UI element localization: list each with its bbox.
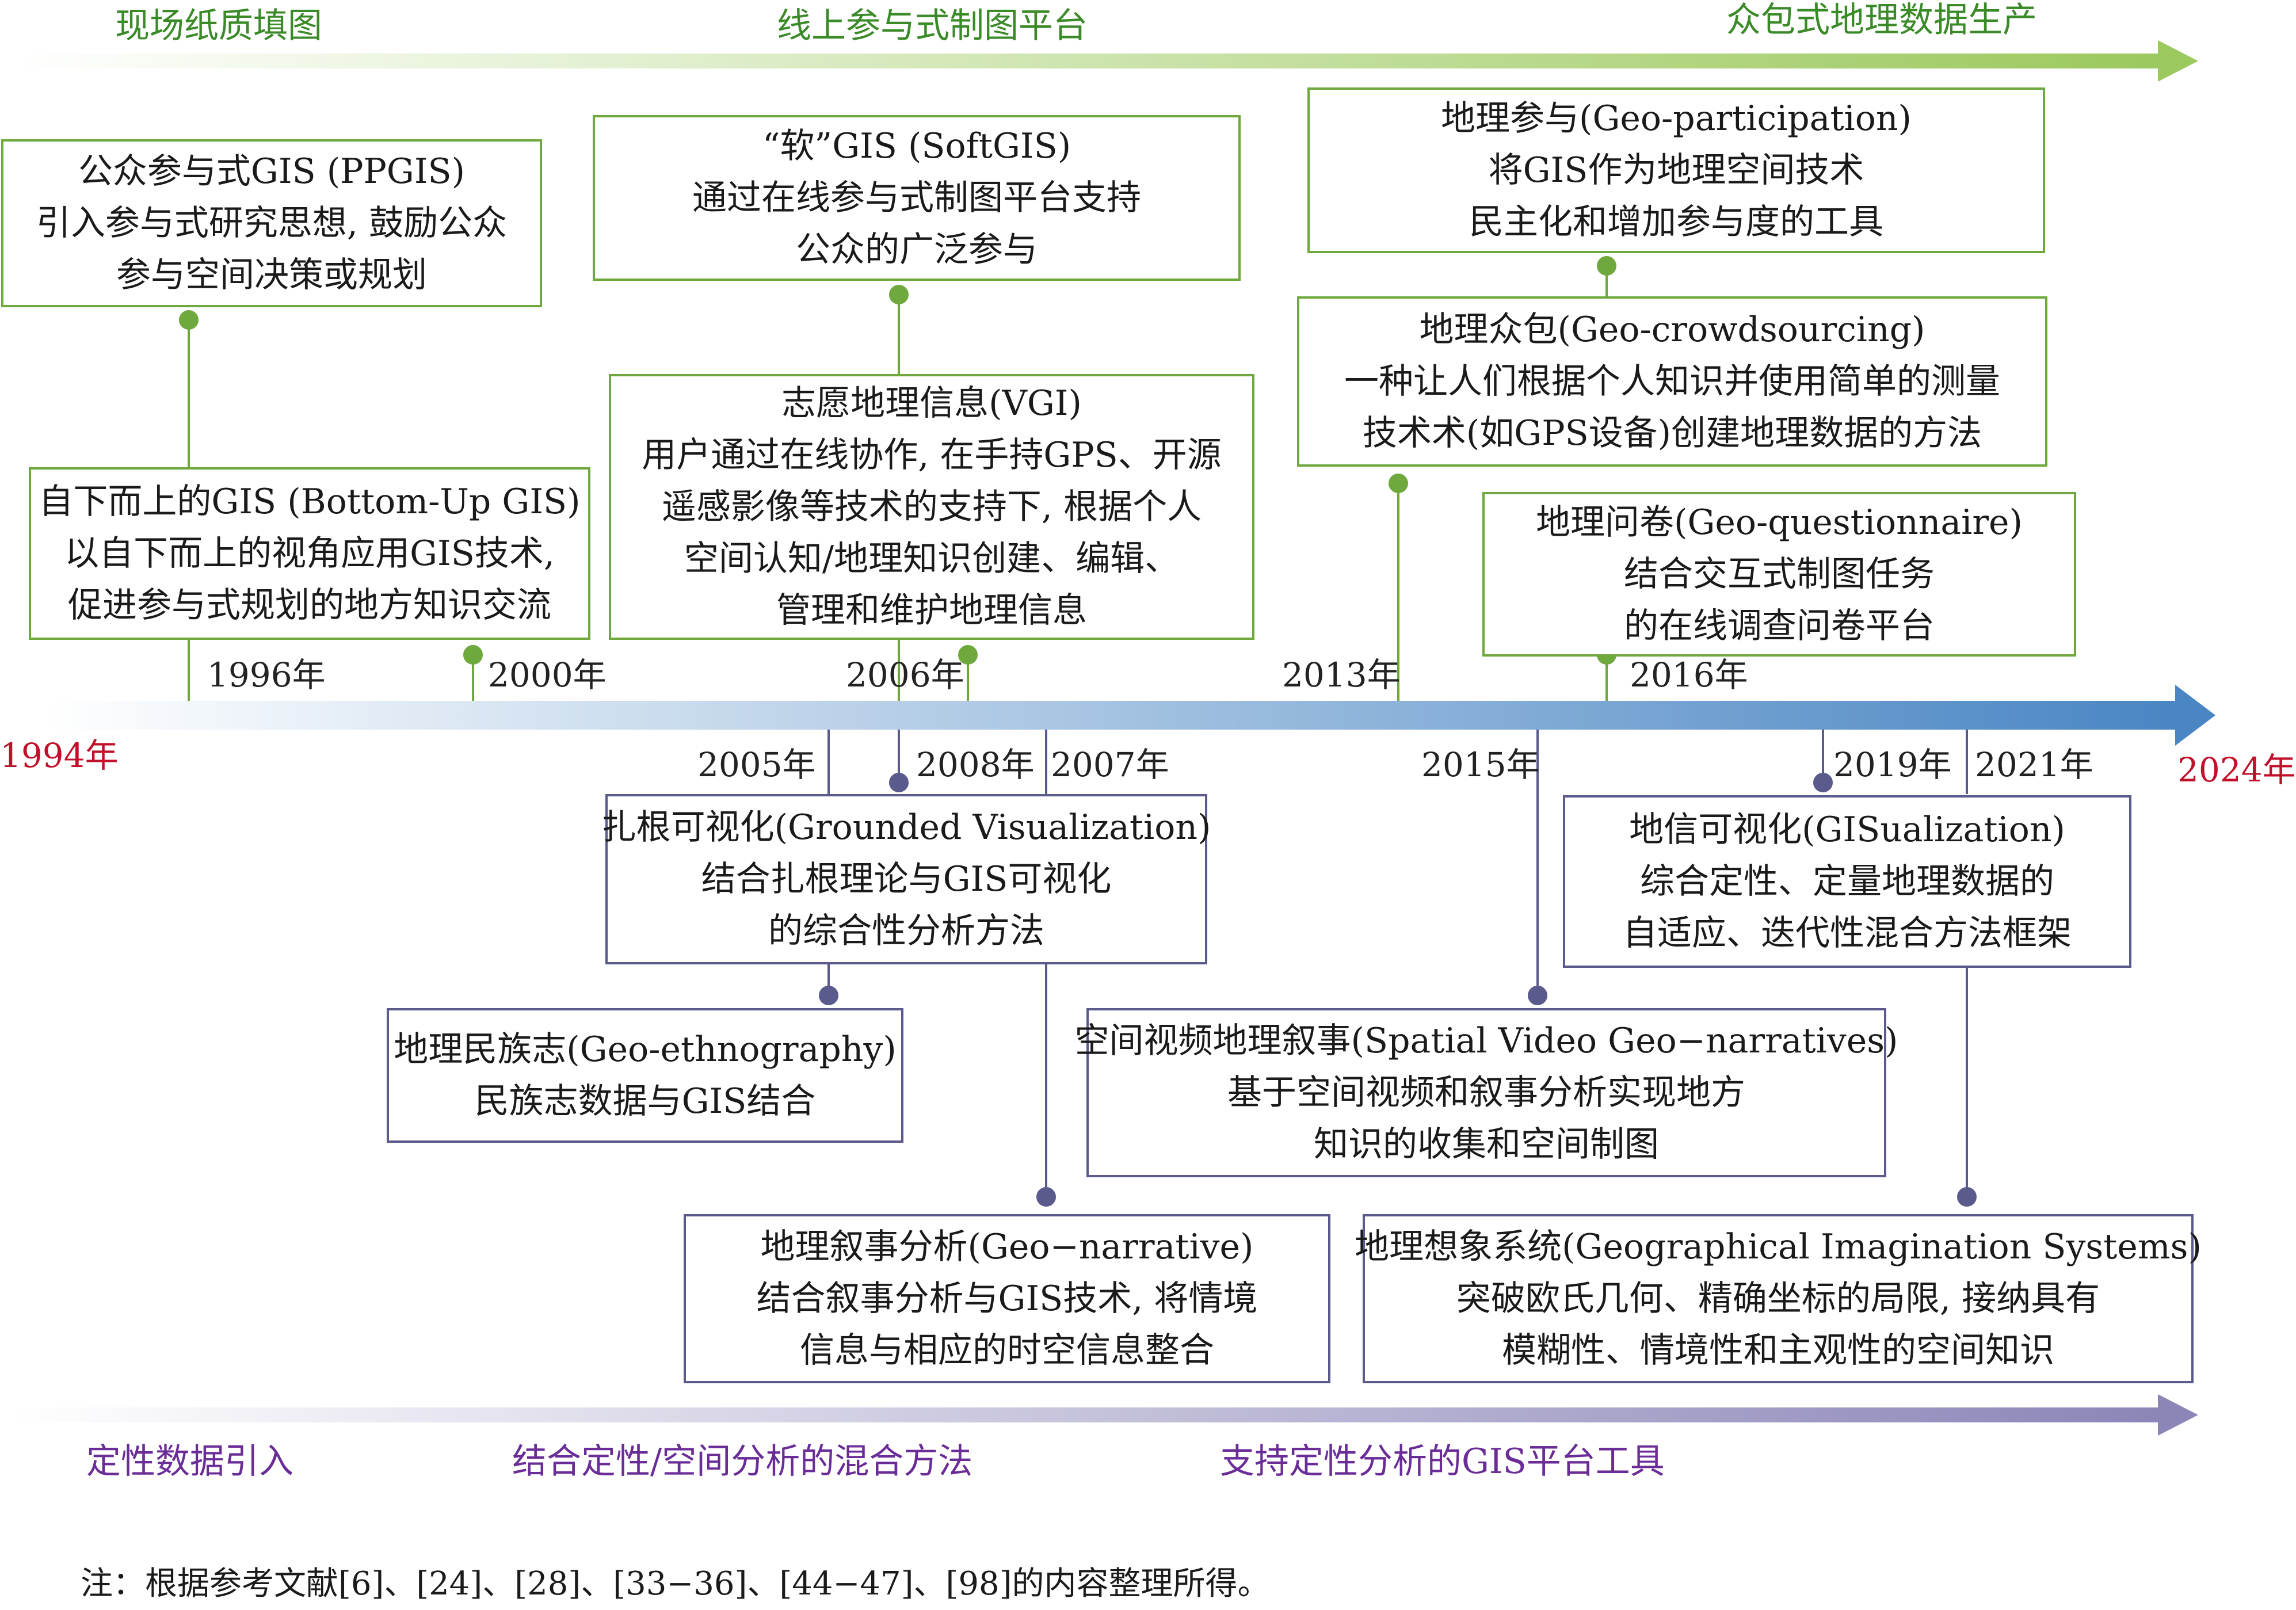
year-2000: 2000年 xyxy=(488,655,607,695)
box-spatial-video-geo-narratives: 空间视频地理叙事(Spatial Video Geo−narratives) 基… xyxy=(1075,1008,1898,1177)
box-geo-narrative-line: 结合叙事分析与GIS技术, 将情境 xyxy=(756,1279,1258,1319)
box-imagination-title: 地理想象系统(Geographical Imagination Systems) xyxy=(1355,1227,2202,1267)
year-2016: 2016年 xyxy=(1630,655,1748,695)
box-geo-narrative-title: 地理叙事分析(Geo−narrative) xyxy=(760,1227,1254,1267)
box-gisualization-title: 地信可视化(GISualization) xyxy=(1629,810,2065,850)
box-geo-participation: 地理参与(Geo-participation) 将GIS作为地理空间技术 民主化… xyxy=(1307,87,2045,253)
box-geo-questionnaire-line: 的在线调查问卷平台 xyxy=(1624,606,1935,646)
box-geo-narrative: 地理叙事分析(Geo−narrative) 结合叙事分析与GIS技术, 将情境 … xyxy=(684,1214,1330,1383)
box-spatial-video-title: 空间视频地理叙事(Spatial Video Geo−narratives) xyxy=(1074,1021,1898,1061)
box-geo-ethnography: 地理民族志(Geo-ethnography) 民族志数据与GIS结合 xyxy=(387,1008,903,1143)
box-imagination-line: 模糊性、情境性和主观性的空间知识 xyxy=(1502,1330,2054,1371)
year-2021: 2021年 xyxy=(1975,745,2093,784)
box-softgis: “软”GIS (SoftGIS) 通过在线参与式制图平台支持 公众的广泛参与 xyxy=(593,115,1241,281)
top-arrow xyxy=(12,40,2198,82)
year-2008: 2008年 xyxy=(916,745,1035,784)
box-geo-questionnaire-title: 地理问卷(Geo-questionnaire) xyxy=(1536,502,2023,543)
box-bottom-up-gis-title: 自下而上的GIS (Bottom-Up GIS) xyxy=(39,482,581,522)
box-softgis-line: 公众的广泛参与 xyxy=(796,230,1038,270)
year-start-1994: 1994年 xyxy=(0,736,119,775)
box-bottom-up-gis-line: 以自下而上的视角应用GIS技术, xyxy=(64,533,555,574)
box-spatial-video-line: 基于空间视频和叙事分析实现地方 xyxy=(1227,1073,1745,1113)
box-geo-participation-line: 民主化和增加参与度的工具 xyxy=(1469,202,1883,242)
box-geo-crowdsourcing-title: 地理众包(Geo-crowdsourcing) xyxy=(1419,310,1925,350)
year-2013: 2013年 xyxy=(1282,655,1401,695)
year-2015: 2015年 xyxy=(1421,745,1540,784)
box-grounded-visualization-line: 结合扎根理论与GIS可视化 xyxy=(701,859,1112,899)
stage-label-mixed-methods: 结合定性/空间分析的混合方法 xyxy=(512,1441,973,1482)
box-geo-questionnaire-line: 结合交互式制图任务 xyxy=(1624,554,1935,594)
box-softgis-title: “软”GIS (SoftGIS) xyxy=(762,126,1071,166)
box-vgi: 志愿地理信息(VGI) 用户通过在线协作, 在手持GPS、开源 遥感影像等技术的… xyxy=(609,374,1254,640)
box-geo-ethnography-line: 民族志数据与GIS结合 xyxy=(474,1081,816,1121)
year-2007: 2007年 xyxy=(1051,745,1169,784)
box-geographical-imagination-systems: 地理想象系统(Geographical Imagination Systems)… xyxy=(1355,1214,2202,1383)
box-vgi-line: 用户通过在线协作, 在手持GPS、开源 xyxy=(642,435,1222,475)
year-1996: 1996年 xyxy=(207,655,326,695)
bottom-arrow xyxy=(12,1394,2198,1436)
stage-label-paper-mapping: 现场纸质填图 xyxy=(115,6,322,46)
box-softgis-line: 通过在线参与式制图平台支持 xyxy=(692,178,1141,218)
stage-label-online-mapping: 线上参与式制图平台 xyxy=(777,6,1088,46)
box-bottom-up-gis: 自下而上的GIS (Bottom-Up GIS) 以自下而上的视角应用GIS技术… xyxy=(29,467,590,640)
box-ppgis-line: 参与空间决策或规划 xyxy=(116,255,427,295)
box-bottom-up-gis-line: 促进参与式规划的地方知识交流 xyxy=(68,585,551,625)
box-gisualization-line: 自适应、迭代性混合方法框架 xyxy=(1623,913,2072,953)
box-vgi-title: 志愿地理信息(VGI) xyxy=(781,383,1082,424)
year-2006: 2006年 xyxy=(846,655,964,695)
year-2005: 2005年 xyxy=(697,745,816,784)
box-geo-crowdsourcing-line: 一种让人们根据个人知识并使用简单的测量 xyxy=(1344,361,2000,402)
box-geo-crowdsourcing: 地理众包(Geo-crowdsourcing) 一种让人们根据个人知识并使用简单… xyxy=(1297,296,2047,467)
stage-label-gis-platform-tools: 支持定性分析的GIS平台工具 xyxy=(1220,1441,1665,1482)
year-2019: 2019年 xyxy=(1833,745,1952,784)
box-geo-ethnography-title: 地理民族志(Geo-ethnography) xyxy=(394,1029,897,1070)
box-grounded-visualization-line: 的综合性分析方法 xyxy=(768,911,1044,951)
year-end-2024: 2024年 xyxy=(2177,750,2296,789)
box-gisualization: 地信可视化(GISualization) 综合定性、定量地理数据的 自适应、迭代… xyxy=(1563,795,2131,968)
box-geo-participation-line: 将GIS作为地理空间技术 xyxy=(1488,150,1864,190)
stage-label-crowdsourcing: 众包式地理数据生产 xyxy=(1726,0,2037,40)
upper-connectors xyxy=(179,256,1616,701)
box-gisualization-line: 综合定性、定量地理数据的 xyxy=(1640,861,2054,902)
box-ppgis: 公众参与式GIS (PPGIS) 引入参与式研究思想, 鼓励公众 参与空间决策或… xyxy=(1,139,542,307)
footnote: 注：根据参考文献[6]、[24]、[28]、[33−36]、[44−47]、[9… xyxy=(81,1565,1270,1603)
box-imagination-line: 突破欧氏几何、精确坐标的局限, 接纳具有 xyxy=(1456,1279,2100,1319)
box-geo-participation-title: 地理参与(Geo-participation) xyxy=(1441,98,1912,139)
box-ppgis-line: 引入参与式研究思想, 鼓励公众 xyxy=(36,203,508,243)
box-spatial-video-line: 知识的收集和空间制图 xyxy=(1314,1124,1659,1165)
box-grounded-visualization-title: 扎根可视化(Grounded Visualization) xyxy=(601,807,1211,848)
box-vgi-line: 管理和维护地理信息 xyxy=(776,590,1087,631)
box-geo-narrative-line: 信息与相应的时空信息整合 xyxy=(800,1330,1214,1371)
box-ppgis-title: 公众参与式GIS (PPGIS) xyxy=(78,151,466,192)
box-vgi-line: 遥感影像等技术的支持下, 根据个人 xyxy=(661,487,1202,527)
box-geo-crowdsourcing-line: 技术术(如GPS设备)创建地理数据的方法 xyxy=(1362,413,1982,453)
box-grounded-visualization: 扎根可视化(Grounded Visualization) 结合扎根理论与GIS… xyxy=(602,794,1211,964)
stage-label-qualitative-data: 定性数据引入 xyxy=(86,1441,293,1482)
main-arrow xyxy=(46,685,2215,746)
box-geo-questionnaire: 地理问卷(Geo-questionnaire) 结合交互式制图任务 的在线调查问… xyxy=(1482,492,2076,657)
box-vgi-line: 空间认知/地理知识创建、编辑、 xyxy=(684,539,1180,579)
